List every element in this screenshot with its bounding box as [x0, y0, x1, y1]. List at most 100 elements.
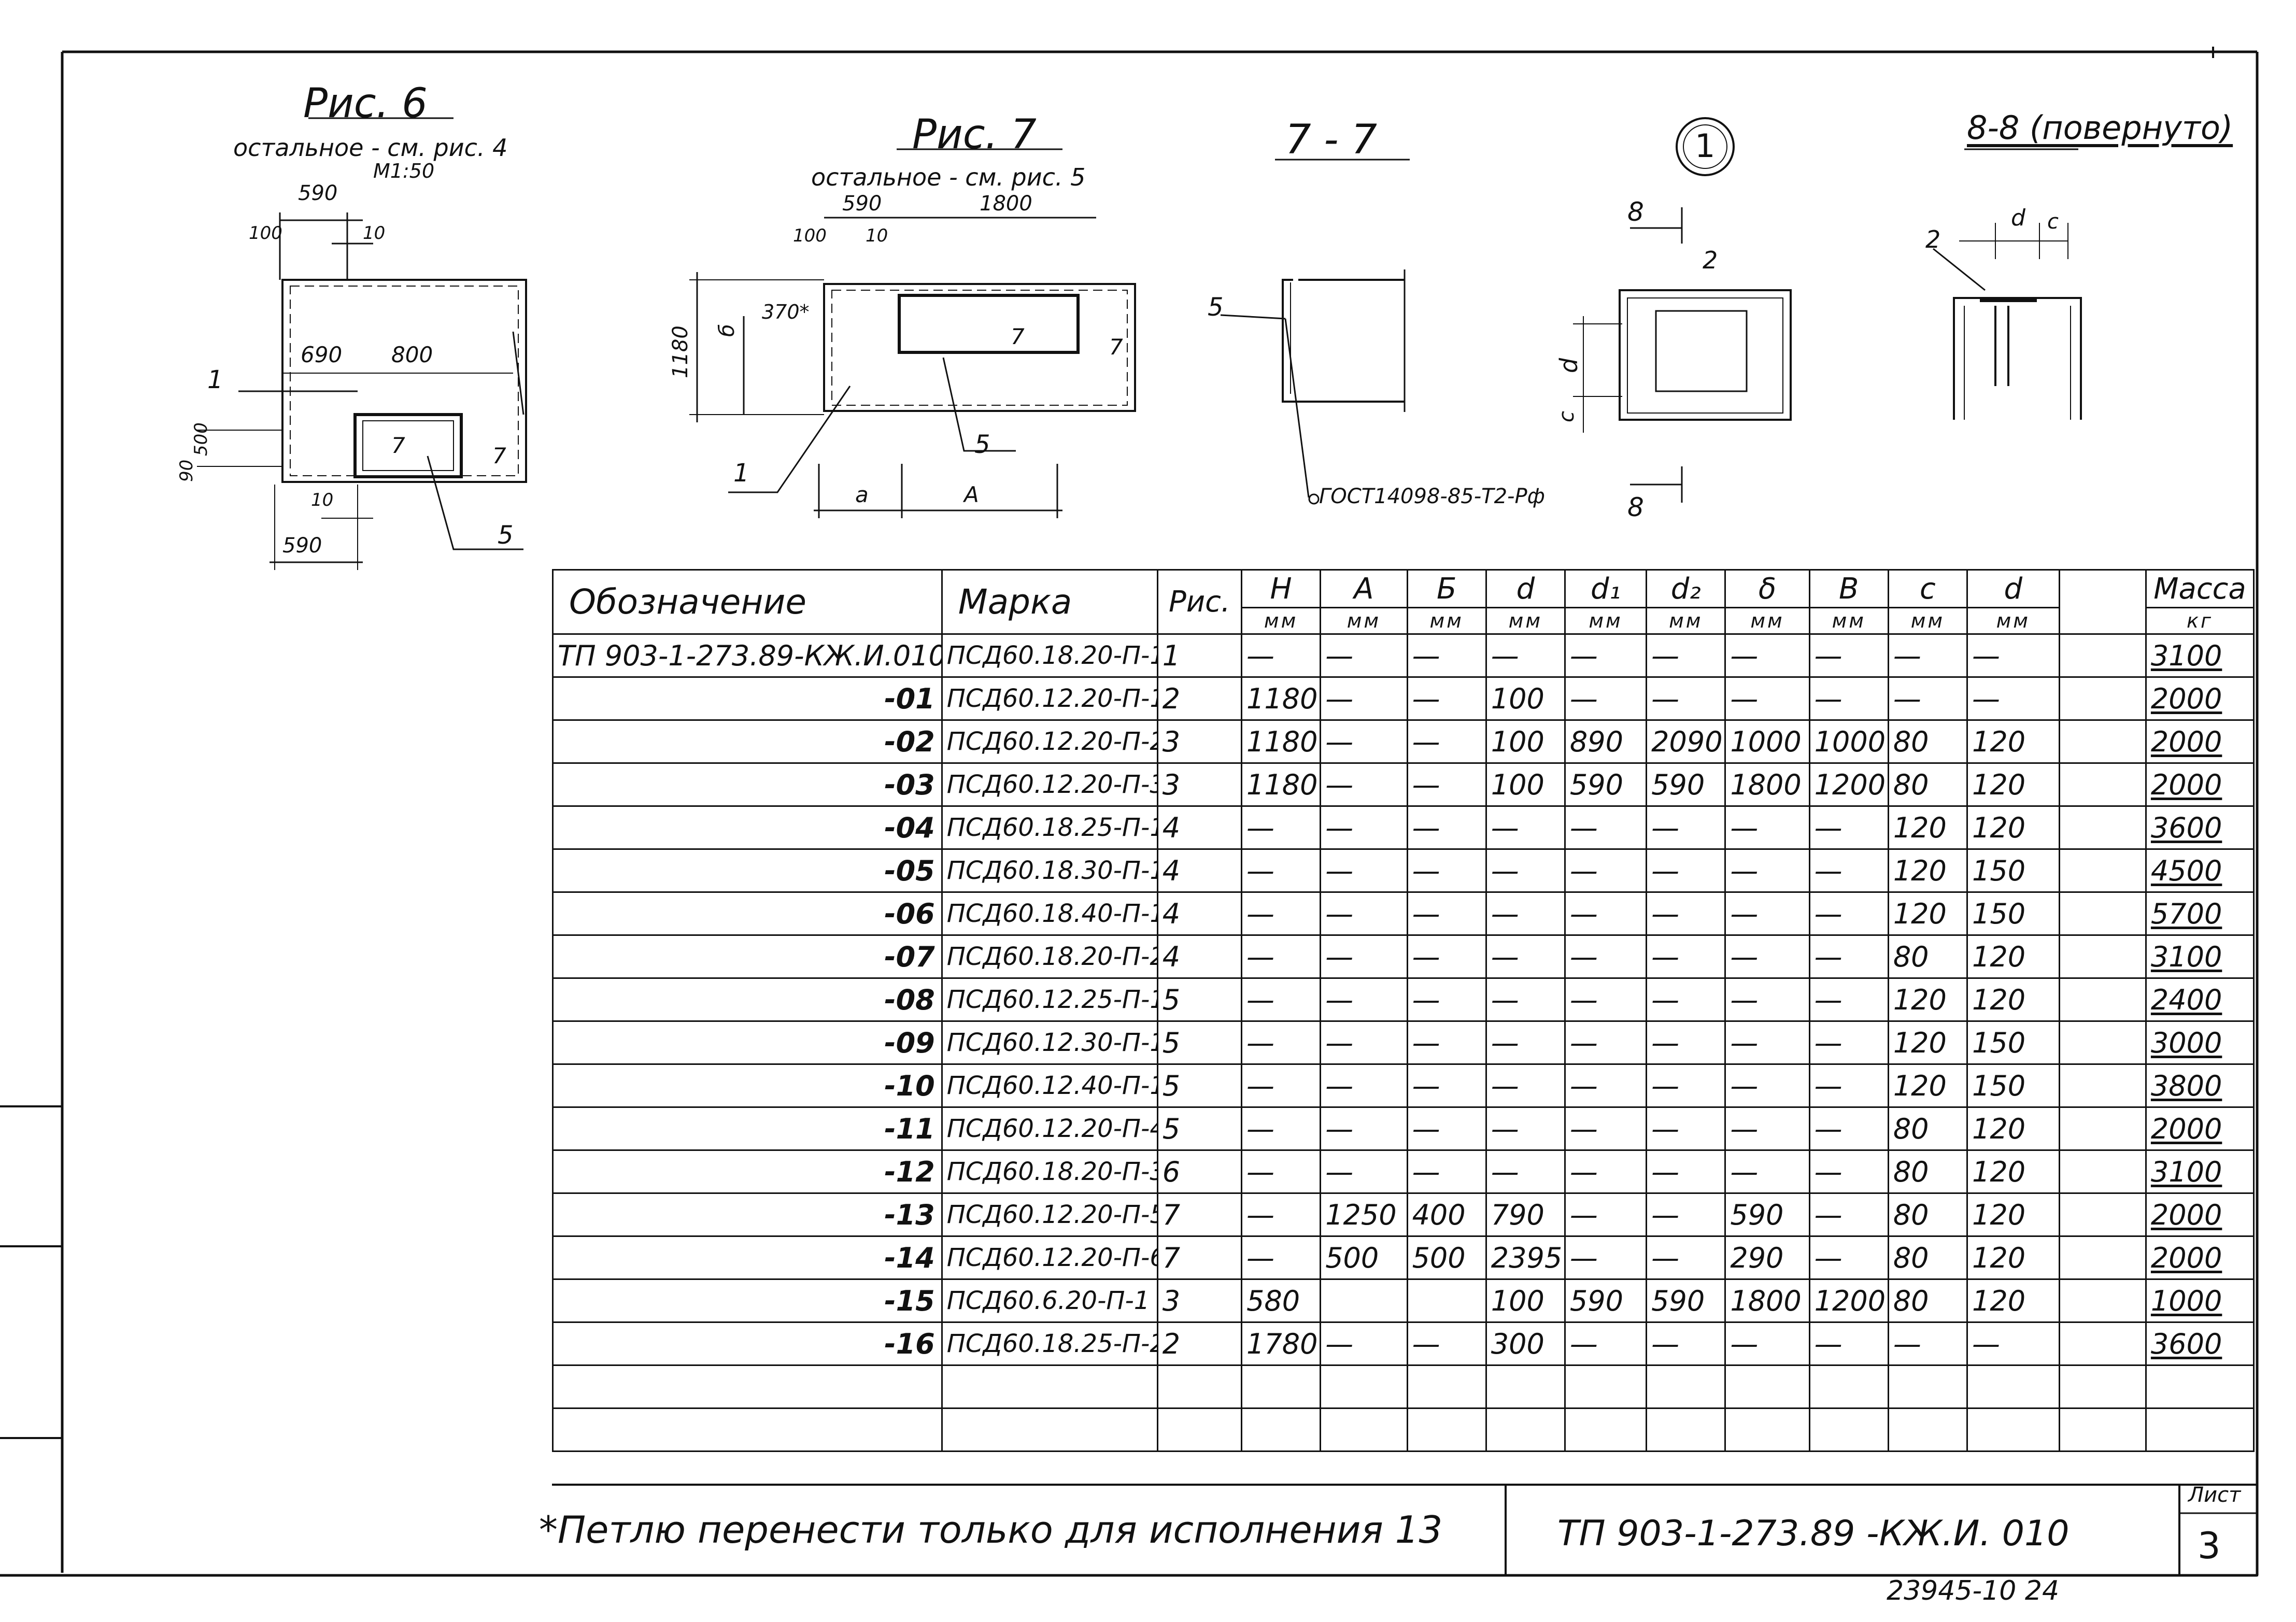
cell-mark: ПСД60.12.40-П-1 [941, 1063, 1158, 1108]
cell-designation: -10 [552, 1063, 943, 1108]
cell-delta: — [1724, 1020, 1810, 1065]
sheet-number: 3 [2198, 1525, 2221, 1567]
col-header-H: Н [1241, 569, 1322, 608]
cell-mass [2145, 1364, 2255, 1409]
cell-mark: ПСД60.12.20-П-2 [941, 719, 1158, 764]
cell-H: — [1241, 1063, 1322, 1108]
cell-c: 80 [1887, 1106, 1968, 1151]
cell-empty [2058, 1149, 2147, 1194]
footnote: *Петлю перенести только для исполнения 1… [539, 1508, 1443, 1552]
cell-empty [2058, 1364, 2147, 1409]
cell-designation: -01 [552, 676, 943, 721]
cell-delta: — [1724, 934, 1810, 979]
cell-V: — [1808, 676, 1889, 721]
cell-designation: -05 [552, 848, 943, 893]
cell-d2: — [1646, 633, 1726, 678]
cell-d1 [1564, 1364, 1648, 1409]
cell-A [1320, 1278, 1408, 1323]
cell-mark: ПСД60.18.20-П-3 [941, 1149, 1158, 1194]
cell-d1: — [1564, 934, 1648, 979]
cell-d2: — [1646, 805, 1726, 850]
cell-d-2: 120 [1966, 1149, 2060, 1194]
cell-d1: — [1564, 1063, 1648, 1108]
cell-mark: ПСД60.12.20-П-1 [941, 676, 1158, 721]
cell-A: — [1320, 1020, 1408, 1065]
cell-d2 [1646, 1364, 1726, 1409]
cell-B: 400 [1406, 1192, 1487, 1237]
cell-mass: 3000 [2145, 1020, 2255, 1065]
cell-mark [941, 1407, 1158, 1452]
cell-mass: 3100 [2145, 1149, 2255, 1194]
cell-d1: — [1564, 1020, 1648, 1065]
cell-d1: — [1564, 633, 1648, 678]
cell-d1: 590 [1564, 1278, 1648, 1323]
cell-V: — [1808, 1020, 1889, 1065]
cell-d1: — [1564, 676, 1648, 721]
document-code: ТП 903-1-273.89 -КЖ.И. 010 [1557, 1513, 2070, 1554]
cell-fig: 5 [1156, 1063, 1243, 1108]
fig6-dim-10: 10 [363, 223, 386, 244]
fig7-dim-370: 370* [762, 301, 810, 323]
cell-H: — [1241, 934, 1322, 979]
table-units-row: мм мм мм мм мм мм мм мм мм мм кг [553, 607, 2255, 635]
cell-mark: ПСД60.12.20-П-6 [941, 1235, 1158, 1280]
cell-d: — [1485, 1149, 1566, 1194]
fig7-callout-7a: 7 [1011, 324, 1025, 349]
sheet-box [2178, 1484, 2258, 1576]
cell-B: — [1406, 1321, 1487, 1366]
col-header-d2: d₂ [1646, 569, 1726, 608]
cell-designation: -03 [552, 762, 943, 807]
fig7-dim-1800: 1800 [980, 192, 1032, 216]
cell-V: — [1808, 1235, 1889, 1280]
cell-mark: ПСД60.6.20-П-1 [941, 1278, 1158, 1323]
cell-d2: — [1646, 934, 1726, 979]
cell-B: — [1406, 633, 1487, 678]
node1-number: 1 [1695, 127, 1716, 165]
cell-d-2: — [1966, 633, 2060, 678]
cell-d-2: 150 [1966, 1063, 2060, 1108]
cell-empty [2058, 676, 2147, 721]
fig6-drawing [197, 117, 527, 570]
cell-delta: — [1724, 1321, 1810, 1366]
cell-H: 1180 [1241, 676, 1322, 721]
cell-c: 80 [1887, 934, 1968, 979]
cell-designation [552, 1364, 943, 1409]
cell-V [1808, 1364, 1889, 1409]
cell-delta: 590 [1724, 1192, 1810, 1237]
unit-d1: мм [1564, 607, 1648, 635]
col-header-A: А [1320, 569, 1408, 608]
cell-c: 120 [1887, 891, 1968, 936]
section77-gost: ГОСТ14098-85-Т2-Рф [1319, 485, 1545, 508]
cell-d: — [1485, 934, 1566, 979]
cell-empty [2058, 934, 2147, 979]
cell-designation: ТП 903-1-273.89-КЖ.И.010 [552, 633, 943, 678]
cell-delta: — [1724, 676, 1810, 721]
cell-c: — [1887, 633, 1968, 678]
cell-d2: 590 [1646, 1278, 1726, 1323]
cell-d-2: 120 [1966, 762, 2060, 807]
cell-c [1887, 1364, 1968, 1409]
cell-B: — [1406, 891, 1487, 936]
cell-B: — [1406, 805, 1487, 850]
cell-empty [2058, 1063, 2147, 1108]
cell-A: — [1320, 633, 1408, 678]
cell-mass [2145, 1407, 2255, 1452]
cell-A: — [1320, 1321, 1408, 1366]
cell-c: 80 [1887, 1278, 1968, 1323]
cell-d2: — [1646, 891, 1726, 936]
cell-H [1241, 1407, 1322, 1452]
cell-d1: — [1564, 891, 1648, 936]
cell-d2: — [1646, 1020, 1726, 1065]
fig7-title: Рис. 7 [912, 111, 1037, 158]
cell-B [1406, 1364, 1487, 1409]
cell-d: 100 [1485, 762, 1566, 807]
cell-mark: ПСД60.12.25-П-1 [941, 977, 1158, 1022]
table-row [552, 1364, 2255, 1409]
cell-delta: — [1724, 805, 1810, 850]
cell-H: — [1241, 1020, 1322, 1065]
